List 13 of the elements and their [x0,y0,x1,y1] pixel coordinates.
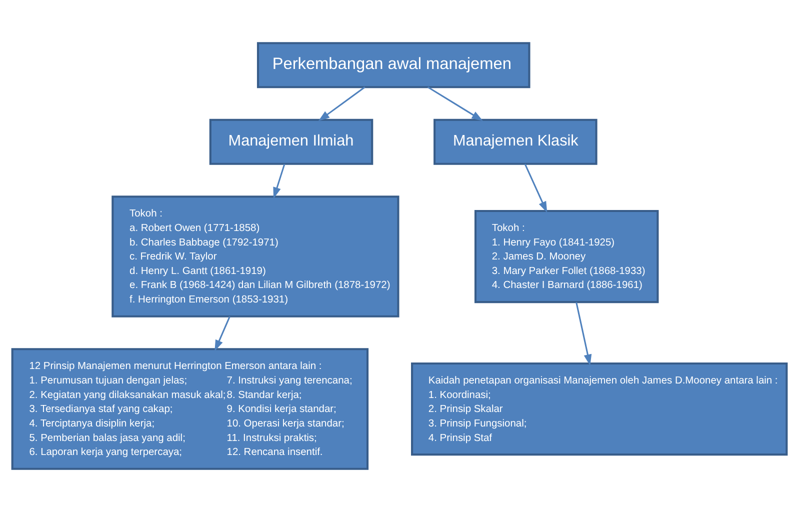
node-box: 12 Prinsip Manajemen menurut Herrington Emerson antara lain : 1. Perumusan tujuan dengan jelas; 7. Instruksi yang terencana; 2. Kegiatan yang dilaksanakan masuk akal;8. Standar kerja; 3. Tersedianya staf yang cakap; 9. Kondisi kerja standar; 4. Terciptanya disiplin kerja; 10. Operasi kerja standar; 5. Pemberian balas jasa yang adil; 11. Instruksi praktis; 6. Laporan kerja yang terpercaya; 12. Rencana insentif. [11,348,369,470]
arrow [273,164,286,199]
arrow [318,86,366,122]
node-box: Perkembangan awal manajemen [256,42,530,88]
arrow [576,302,592,366]
arrow [427,86,483,121]
node-box: Tokoh : 1. Henry Fayo (1841-1925) 2. James D. Mooney 3. Mary Parker Follet (1868-1933) 4. Chaster I Barnard (1886-1961) [474,210,659,304]
node-box: Tokoh : a. Robert Owen (1771-1858) b. Charles Babbage (1792-1971) c. Fredrik W. Taylor d. Henry L. Gantt (1861-1919) e. Frank B (1968-1424) dan Lilian M Gilbreth (1878-1972) f. Herrington Emerson (1853-1931) [112,196,400,318]
node-box: Manajemen Ilmiah [209,118,374,165]
arrow [214,316,230,352]
node-box: Manajemen Klasik [434,118,598,165]
node-box: Kaidah penetapan organisasi Manajemen oleh James D.Mooney antara lain : 1. Koordinasi; 2. Prinsip Skalar 3. Prinsip Fungsional; 4. Prinsip Staf [411,362,788,456]
arrow [524,164,548,213]
